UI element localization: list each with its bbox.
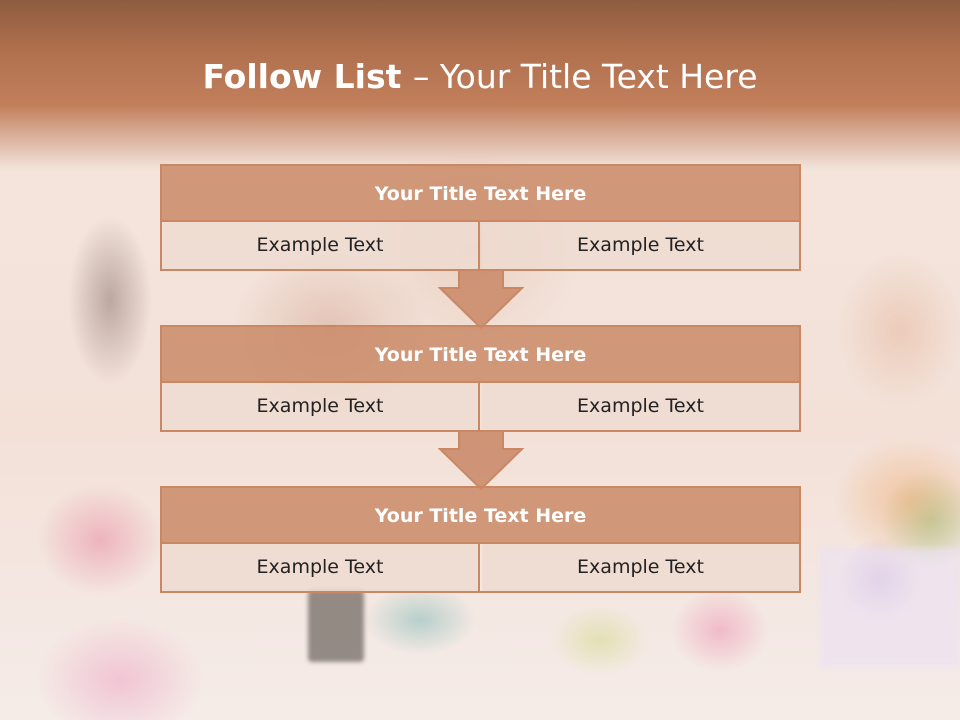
step-text-left: Example Text [162, 383, 480, 430]
step-block-3: Your Title Text Here Example Text Exampl… [160, 486, 801, 593]
step-text-left: Example Text [162, 222, 480, 269]
step-title: Your Title Text Here [162, 327, 799, 383]
down-arrow-icon [438, 270, 524, 330]
page-title: Follow List – Your Title Text Here [0, 52, 960, 102]
page-title-rest: – Your Title Text Here [412, 57, 758, 96]
step-title: Your Title Text Here [162, 488, 799, 544]
header-band [0, 0, 960, 170]
background-box [820, 548, 960, 668]
page-title-bold: Follow List [202, 57, 413, 96]
step-text-right: Example Text [482, 383, 799, 430]
down-arrow-icon [438, 431, 524, 491]
step-block-2: Your Title Text Here Example Text Exampl… [160, 325, 801, 432]
background-cup [308, 590, 364, 662]
step-text-left: Example Text [162, 544, 480, 591]
step-text-right: Example Text [482, 222, 799, 269]
step-text-right: Example Text [482, 544, 799, 591]
step-block-1: Your Title Text Here Example Text Exampl… [160, 164, 801, 271]
step-title: Your Title Text Here [162, 166, 799, 222]
